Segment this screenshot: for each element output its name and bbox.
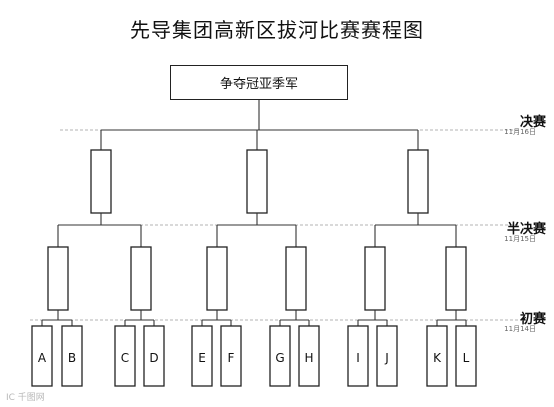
team-slot-k <box>426 325 448 387</box>
semifinal-slot-2 <box>130 246 152 311</box>
semifinal-slot-6 <box>445 246 467 311</box>
team-label-a: A <box>38 351 47 365</box>
round-label-semifinal: 半决赛 <box>506 222 546 237</box>
team-label-h: H <box>304 351 313 365</box>
team-label-b: B <box>68 351 76 365</box>
round-date-semifinal: 11月15日 <box>504 235 536 243</box>
team-label-d: D <box>149 351 158 365</box>
round-label-preliminary: 初赛 <box>519 312 546 327</box>
team-slot-i <box>347 325 369 387</box>
team-slot-a <box>31 325 53 387</box>
semifinal-slot-4 <box>285 246 307 311</box>
team-label-e: E <box>198 351 206 365</box>
team-slot-g <box>269 325 291 387</box>
team-slot-d <box>143 325 165 387</box>
team-slot-c <box>114 325 136 387</box>
team-label-j: J <box>384 351 389 365</box>
page-title: 先导集团高新区拔河比赛赛程图 <box>130 18 424 42</box>
round-date-preliminary: 11月14日 <box>504 325 536 333</box>
watermark: IC 千图网 <box>6 393 45 403</box>
team-label-l: L <box>463 351 470 365</box>
team-slot-e <box>191 325 213 387</box>
team-label-k: K <box>433 351 442 365</box>
final-slot-1 <box>90 149 112 214</box>
team-label-g: G <box>275 351 284 365</box>
team-slot-f <box>220 325 242 387</box>
team-label-i: I <box>356 351 360 365</box>
team-slot-l <box>455 325 477 387</box>
semifinal-slot-3 <box>206 246 228 311</box>
round-label-final: 决赛 <box>519 115 546 130</box>
championship-label: 争夺冠亚季军 <box>219 77 298 92</box>
final-slot-2 <box>246 149 268 214</box>
team-slot-h <box>298 325 320 387</box>
semifinal-slot-1 <box>47 246 69 311</box>
round-date-final: 11月16日 <box>504 128 536 136</box>
semifinal-slot-5 <box>364 246 386 311</box>
team-slot-j <box>376 325 398 387</box>
final-slot-3 <box>407 149 429 214</box>
team-slot-b <box>61 325 83 387</box>
team-label-f: F <box>228 351 235 365</box>
team-label-c: C <box>121 351 129 365</box>
championship-box: 争夺冠亚季军 <box>170 65 348 100</box>
